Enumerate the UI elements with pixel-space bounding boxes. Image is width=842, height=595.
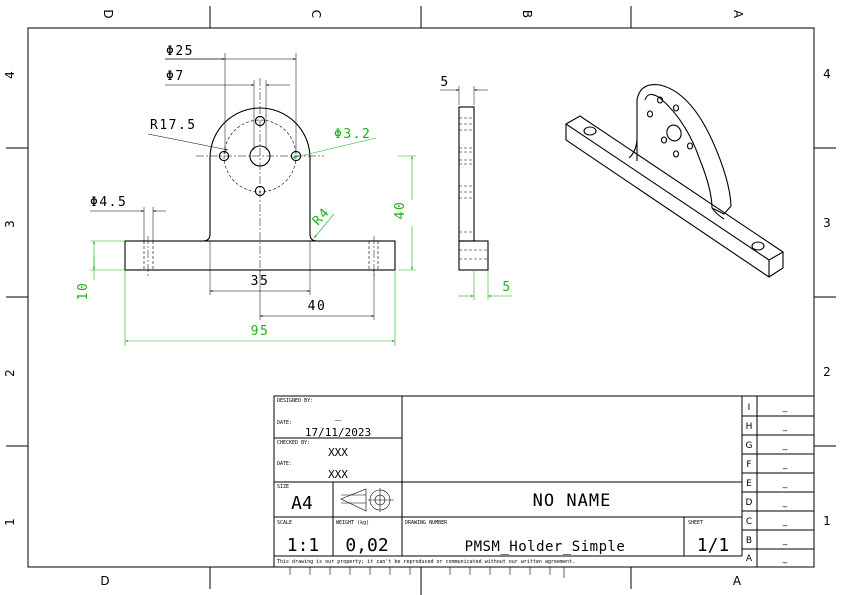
rev-letter-b: B — [746, 536, 752, 546]
rev-value-b: _ — [782, 536, 788, 546]
zone-bottom-d: D — [100, 574, 109, 588]
title-block: DESIGNED BY: _ DATE: 17/11/2023 CHECKED … — [273, 395, 815, 578]
sheet-frame — [6, 6, 836, 595]
scale-label: SCALE — [277, 520, 292, 526]
dim-d3-2: Φ3.2 — [334, 127, 371, 142]
rev-letter-d: D — [746, 498, 753, 508]
zone-top-d: D — [101, 9, 115, 18]
rev-value-i: _ — [782, 403, 788, 413]
zone-labels: D C B A D A 4 3 2 1 4 3 2 1 — [3, 9, 831, 588]
designed-by-value: _ — [335, 408, 342, 421]
dim-w40: 40 — [308, 299, 327, 314]
rev-value-g: _ — [782, 441, 788, 451]
sheet-label: SHEET — [688, 520, 703, 526]
disclaimer: This drawing is our property; it can't b… — [277, 559, 575, 565]
rev-letter-g: G — [746, 441, 753, 451]
dim-t5-top: 5 — [440, 75, 449, 90]
dim-h40: 40 — [393, 201, 408, 220]
date2-label: DATE: — [277, 461, 292, 467]
rev-letter-h: H — [746, 422, 753, 432]
rev-letter-c: C — [746, 517, 752, 527]
checked-by-label: CHECKED BY: — [277, 440, 310, 446]
zone-right-1: 1 — [823, 514, 831, 528]
dim-w35: 35 — [251, 274, 270, 289]
size-value: A4 — [291, 493, 313, 514]
drawing-title: NO NAME — [533, 491, 612, 511]
zone-top-c: C — [309, 10, 323, 18]
dim-t5-bottom: 5 — [502, 280, 511, 295]
rev-value-c: _ — [782, 517, 788, 527]
zone-left-4: 4 — [3, 71, 17, 79]
dim-r4: R4 — [310, 205, 334, 229]
size-label: SIZE — [277, 484, 289, 490]
front-dimensions: Φ25 Φ7 R17.5 Φ3.2 Φ4.5 R4 40 10 — [76, 44, 416, 346]
side-view: 5 5 — [440, 75, 512, 300]
zone-right-3: 3 — [823, 216, 831, 230]
dim-r17-5: R17.5 — [150, 118, 197, 133]
rev-letter-i: I — [748, 403, 751, 413]
dim-w95: 95 — [251, 324, 270, 339]
third-angle-projection-icon — [340, 488, 394, 512]
date2-value: XXX — [328, 468, 348, 481]
rev-value-d: _ — [782, 498, 788, 508]
dim-d7: Φ7 — [166, 69, 185, 84]
drawing-number-label: DRAWING NUMBER — [405, 520, 448, 526]
zone-left-2: 2 — [3, 369, 17, 377]
zone-right-2: 2 — [823, 365, 831, 379]
rev-letter-f: F — [746, 460, 751, 470]
drawing-number-value: PMSM_Holder_Simple — [465, 539, 626, 555]
rev-value-f: _ — [782, 460, 788, 470]
rev-value-a: _ — [782, 554, 788, 564]
zone-bottom-a: A — [733, 574, 742, 588]
zone-right-4: 4 — [823, 67, 831, 81]
rev-value-h: _ — [782, 422, 788, 432]
zone-left-3: 3 — [3, 220, 17, 228]
designed-by-label: DESIGNED BY: — [277, 398, 313, 404]
side-base — [458, 240, 489, 271]
weight-label: WEIGHT (kg) — [336, 520, 369, 526]
rev-letter-a: A — [746, 554, 753, 564]
zone-left-1: 1 — [3, 518, 17, 526]
dim-h10: 10 — [76, 282, 91, 301]
zone-top-a: A — [731, 10, 745, 19]
dim-d4-5: Φ4.5 — [90, 195, 127, 210]
rev-value-e: _ — [782, 479, 788, 489]
scale-value: 1:1 — [287, 535, 320, 556]
dim-d25: Φ25 — [166, 44, 194, 59]
checked-by-value: XXX — [328, 446, 348, 459]
date-value: 17/11/2023 — [305, 426, 371, 439]
weight-value: 0,02 — [345, 535, 388, 556]
side-upright — [458, 106, 475, 242]
rev-letter-e: E — [746, 479, 752, 489]
front-view — [124, 78, 396, 276]
zone-top-b: B — [520, 10, 534, 18]
isometric-view — [564, 84, 785, 279]
inner-border — [27, 27, 815, 568]
sheet-value: 1/1 — [697, 535, 730, 556]
date-label: DATE: — [277, 420, 292, 426]
